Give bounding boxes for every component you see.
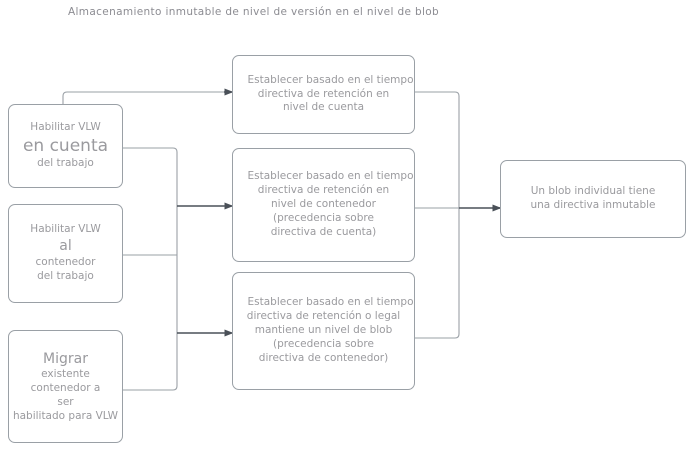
node-line: directiva de retención en xyxy=(257,184,390,197)
node-line: en cuenta xyxy=(22,135,109,156)
node-enable-vlw-account[interactable]: Habilitar VLW en cuenta del trabajo xyxy=(8,104,123,188)
connector-account-to-account-policy xyxy=(62,88,234,104)
node-line: Establecer basado en el tiempo xyxy=(247,73,414,86)
node-blob-level-retention-policy[interactable]: Establecer basado en el tiempo directiva… xyxy=(232,272,415,390)
node-line: contenedor xyxy=(35,255,96,268)
node-line: nivel de cuenta xyxy=(282,101,365,114)
node-line: una directiva inmutable xyxy=(530,199,656,211)
node-blob-has-immutable-policy[interactable]: Un blob individual tiene una directiva i… xyxy=(500,160,686,238)
node-line: Un blob individual tiene xyxy=(530,185,656,198)
node-line: al xyxy=(59,238,72,255)
node-line: del trabajo xyxy=(37,157,94,170)
node-line: nivel de contenedor xyxy=(271,198,376,211)
node-line: Migrar xyxy=(43,350,88,367)
node-line: Habilitar VLW xyxy=(30,120,101,133)
node-line: (precedencia sobre xyxy=(273,211,374,224)
node-line: ser xyxy=(57,395,74,408)
node-line: Establecer basado en el tiempo xyxy=(247,170,414,183)
node-line: contenedor a xyxy=(30,381,101,394)
node-line: existente xyxy=(41,368,90,381)
node-line: Habilitar VLW xyxy=(30,223,101,236)
node-line: (precedencia sobre xyxy=(273,337,374,350)
node-line: del trabajo xyxy=(37,269,94,282)
diagram-title: Almacenamiento inmutable de nivel de ver… xyxy=(68,6,440,18)
node-migrate-existing-container[interactable]: Migrar existente contenedor a ser habili… xyxy=(8,330,123,443)
node-container-level-retention-policy[interactable]: Establecer basado en el tiempo directiva… xyxy=(232,148,415,262)
connector-left-bus xyxy=(123,147,178,391)
connector-right-bus xyxy=(415,91,460,339)
node-account-level-retention-policy[interactable]: Establecer basado en el tiempo directiva… xyxy=(232,55,415,134)
node-line: directiva de retención o legal xyxy=(246,310,401,323)
node-line: mantiene un nivel de blob xyxy=(254,324,393,337)
node-line: habilitado para VLW xyxy=(12,409,119,422)
node-enable-vlw-container[interactable]: Habilitar VLW al contenedor del trabajo xyxy=(8,204,123,303)
node-line: directiva de contenedor) xyxy=(258,351,389,364)
node-line: Establecer basado en el tiempo xyxy=(247,296,414,309)
node-line: directiva de retención en xyxy=(257,87,390,100)
node-line: directiva de cuenta) xyxy=(270,225,377,238)
